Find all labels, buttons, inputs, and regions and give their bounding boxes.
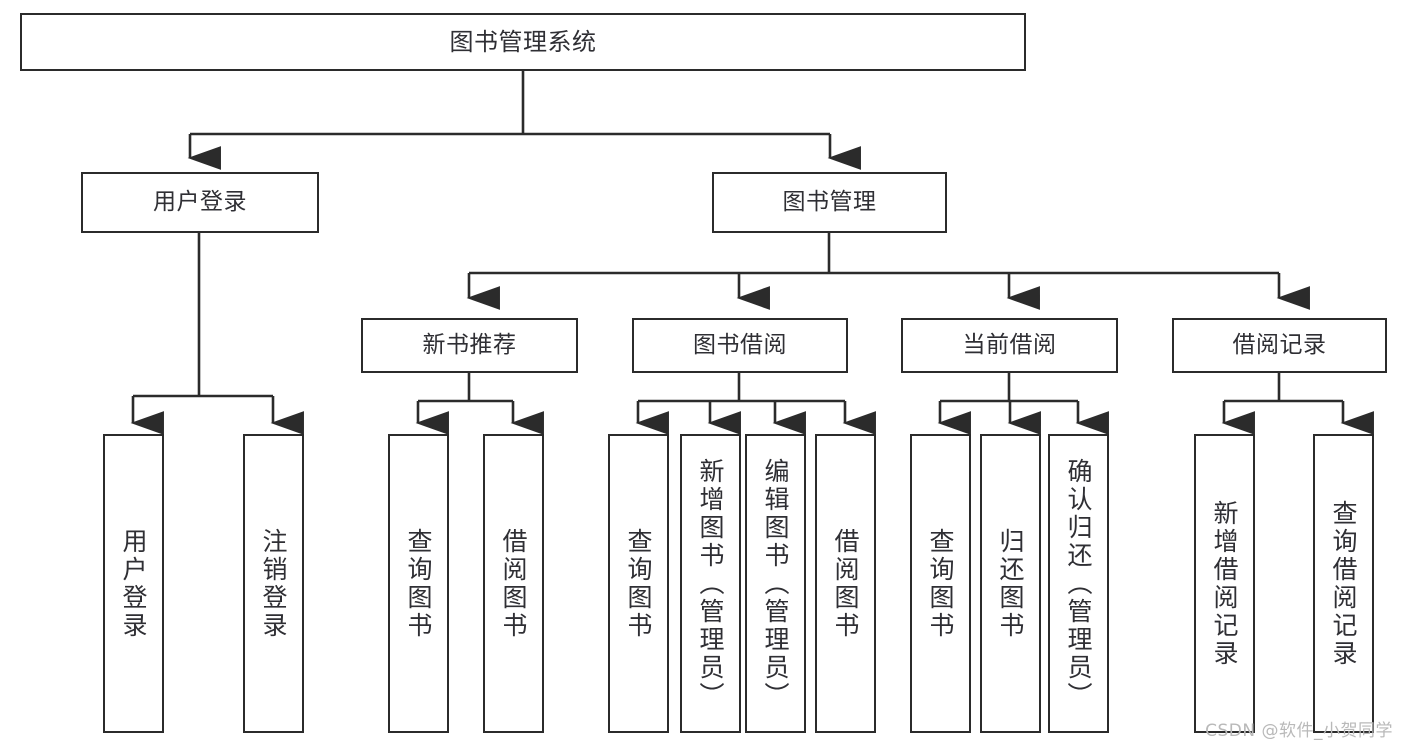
leaf-borrow-books-borrowing[interactable]: 借阅图书 xyxy=(815,434,876,733)
leaf-logout[interactable]: 注销登录 xyxy=(243,434,304,733)
node-label: 注销登录 xyxy=(259,527,288,640)
leaf-confirm-return-admin[interactable]: 确认归还（管理员） xyxy=(1048,434,1109,733)
node-label: 确认归还（管理员） xyxy=(1064,457,1093,710)
node-label: 查询借阅记录 xyxy=(1329,499,1358,668)
node-label: 查询图书 xyxy=(624,527,653,640)
leaf-query-borrowing-record[interactable]: 查询借阅记录 xyxy=(1313,434,1374,733)
node-new-book-recommendation[interactable]: 新书推荐 xyxy=(361,318,578,373)
node-label: 用户登录 xyxy=(153,188,247,215)
node-label: 图书管理 xyxy=(782,188,877,215)
leaf-query-books-recommendation[interactable]: 查询图书 xyxy=(388,434,449,733)
node-label: 新增借阅记录 xyxy=(1210,499,1239,668)
node-label: 新书推荐 xyxy=(422,331,517,358)
leaf-add-borrowing-record[interactable]: 新增借阅记录 xyxy=(1194,434,1255,733)
node-label: 图书借阅 xyxy=(693,331,787,358)
node-label: 归还图书 xyxy=(996,527,1025,640)
leaf-query-books-current[interactable]: 查询图书 xyxy=(910,434,971,733)
leaf-add-book-admin[interactable]: 新增图书（管理员） xyxy=(680,434,741,733)
leaf-edit-book-admin[interactable]: 编辑图书（管理员） xyxy=(745,434,806,733)
node-label: 借阅图书 xyxy=(499,527,528,640)
leaf-return-books[interactable]: 归还图书 xyxy=(980,434,1041,733)
leaf-borrow-books-recommendation[interactable]: 借阅图书 xyxy=(483,434,544,733)
leaf-user-login[interactable]: 用户登录 xyxy=(103,434,164,733)
node-label: 查询图书 xyxy=(926,527,955,640)
node-label: 当前借阅 xyxy=(962,331,1057,358)
node-user-login[interactable]: 用户登录 xyxy=(81,172,319,233)
node-label: 借阅记录 xyxy=(1232,331,1327,358)
node-book-management[interactable]: 图书管理 xyxy=(712,172,947,233)
node-label: 用户登录 xyxy=(119,527,148,640)
watermark-text: CSDN @软件_小贺同学 xyxy=(1205,721,1393,741)
node-label: 图书管理系统 xyxy=(449,27,597,56)
node-borrowing-records[interactable]: 借阅记录 xyxy=(1172,318,1387,373)
node-label: 新增图书（管理员） xyxy=(696,457,725,710)
node-label: 查询图书 xyxy=(404,527,433,640)
node-book-borrowing[interactable]: 图书借阅 xyxy=(632,318,848,373)
node-root-book-management-system[interactable]: 图书管理系统 xyxy=(20,13,1026,71)
node-label: 编辑图书（管理员） xyxy=(761,457,790,710)
node-current-borrowing[interactable]: 当前借阅 xyxy=(901,318,1118,373)
node-label: 借阅图书 xyxy=(831,527,860,640)
leaf-query-books-borrowing[interactable]: 查询图书 xyxy=(608,434,669,733)
